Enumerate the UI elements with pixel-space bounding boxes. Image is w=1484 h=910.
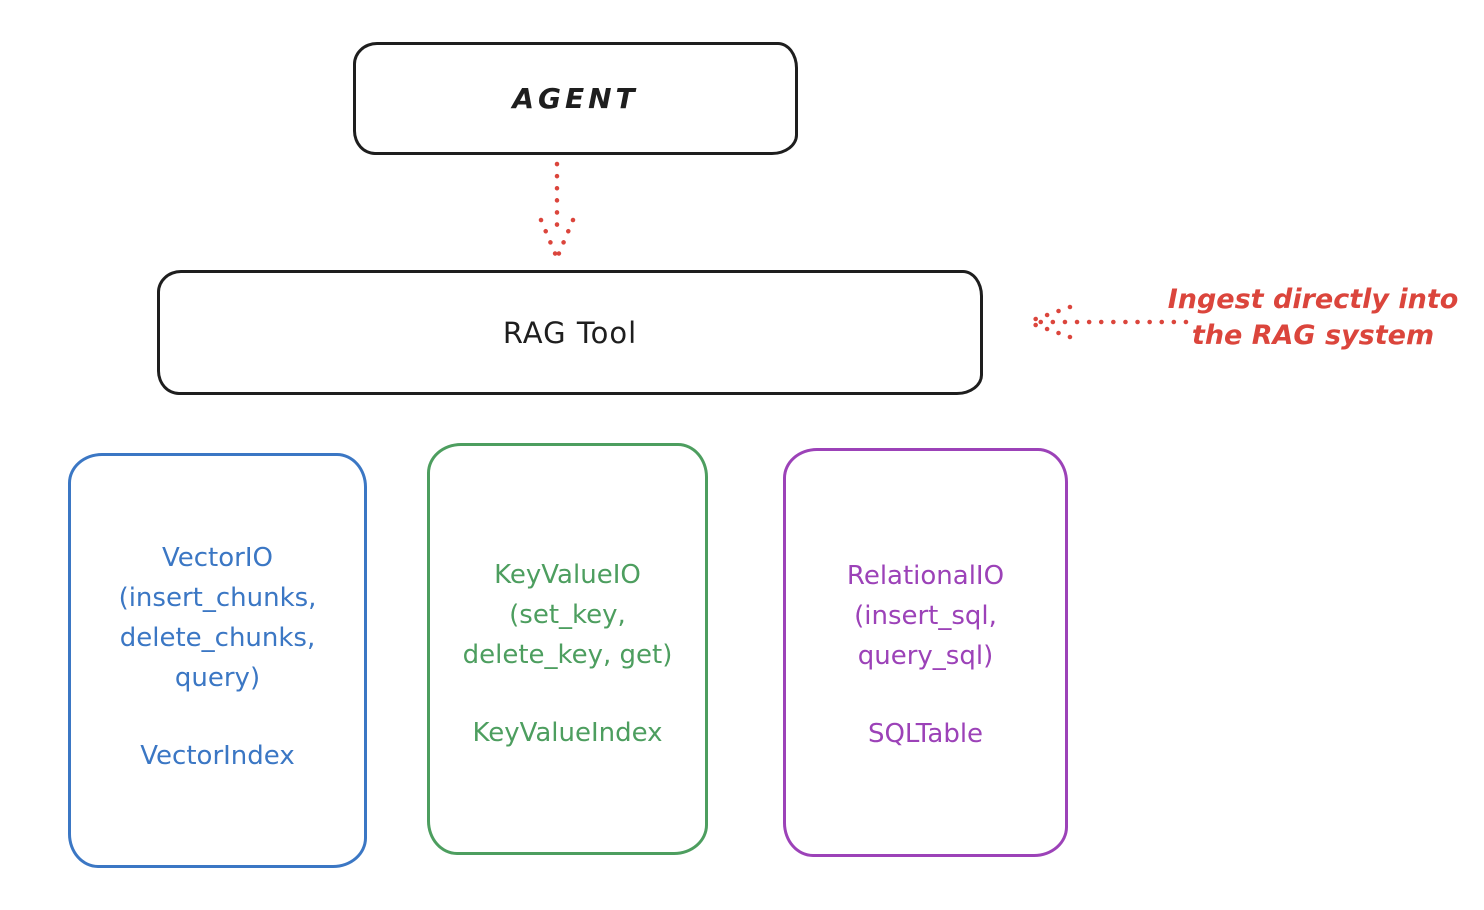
agent-node: AGENT xyxy=(353,42,798,155)
relationalio-text: RelationalIO (insert_sql, query_sql) SQL… xyxy=(786,556,1065,754)
relationalio-title-line: RelationalIO xyxy=(846,561,1005,591)
rag-tool-label: RAG Tool xyxy=(502,315,638,350)
vectorio-text: VectorIO (insert_chunks, delete_chunks, … xyxy=(71,538,364,776)
relationalio-title-line: (insert_sql, xyxy=(854,601,997,631)
vectorio-title-line: (insert_chunks, xyxy=(118,583,317,613)
keyvalueio-title-line: (set_key, xyxy=(509,600,626,630)
ingest-annotation-line1: Ingest directly into xyxy=(1167,284,1459,315)
vectorio-index-label: VectorIndex xyxy=(140,741,295,771)
ingest-annotation-line2: the RAG system xyxy=(1191,320,1435,351)
relationalio-title-line: query_sql) xyxy=(857,641,994,671)
ingest-arrow-icon xyxy=(1024,304,1189,340)
agent-to-ragtool-arrow-icon xyxy=(538,161,576,261)
relationalio-index-label: SQLTable xyxy=(867,719,984,749)
keyvalueio-index-label: KeyValueIndex xyxy=(472,718,663,748)
vectorio-node: VectorIO (insert_chunks, delete_chunks, … xyxy=(68,453,367,868)
keyvalueio-node: KeyValueIO (set_key, delete_key, get) Ke… xyxy=(427,443,708,855)
relationalio-node: RelationalIO (insert_sql, query_sql) SQL… xyxy=(783,448,1068,857)
keyvalueio-text: KeyValueIO (set_key, delete_key, get) Ke… xyxy=(430,555,705,753)
vectorio-title-line: query) xyxy=(174,663,261,693)
vectorio-title-line: delete_chunks, xyxy=(119,623,316,653)
keyvalueio-title-line: KeyValueIO xyxy=(494,560,641,590)
vectorio-title-line: VectorIO xyxy=(162,543,273,573)
keyvalueio-title-line: delete_key, get) xyxy=(462,640,673,670)
rag-tool-node: RAG Tool xyxy=(157,270,983,395)
ingest-annotation: Ingest directly into the RAG system xyxy=(1142,282,1484,354)
agent-label: AGENT xyxy=(512,82,639,115)
